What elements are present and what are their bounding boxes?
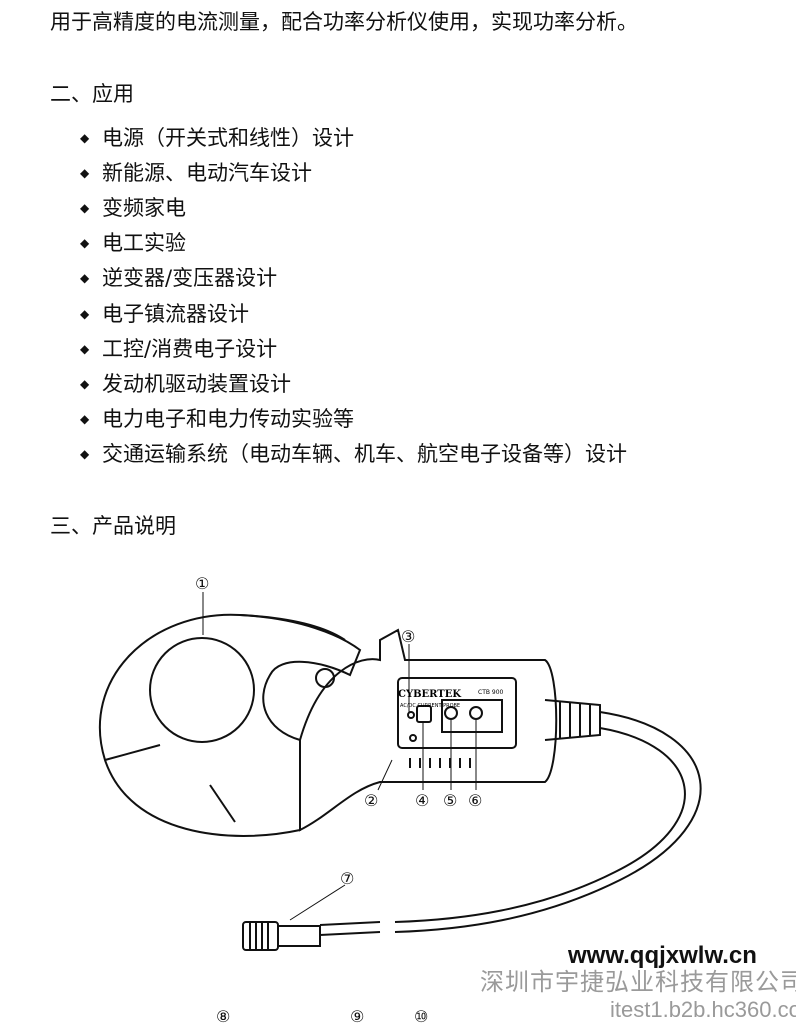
callout-7: ⑦ (340, 869, 354, 888)
list-item: ◆逆变器/变压器设计 (80, 261, 627, 296)
diamond-bullet-icon: ◆ (80, 341, 90, 356)
callout-4: ④ (415, 791, 429, 810)
callout-2: ② (364, 791, 378, 810)
device-model: CTB 900 (478, 689, 504, 696)
current-probe-diagram: CYBERTEK AC/DC CURRENT PROBE CTB 900 ① ②… (98, 574, 702, 1024)
device-subtitle: AC/DC CURRENT PROBE (400, 703, 460, 709)
application-list: ◆电源（开关式和线性）设计 ◆新能源、电动汽车设计 ◆变频家电 ◆电工实验 ◆逆… (80, 120, 627, 472)
intro-text: 用于高精度的电流测量，配合功率分析仪使用，实现功率分析。 (50, 10, 638, 34)
probe-body (299, 628, 558, 832)
watermark-url: www.qqjxwlw.cn (568, 942, 757, 969)
diamond-bullet-icon: ◆ (80, 271, 90, 286)
diamond-bullet-icon: ◆ (80, 130, 90, 145)
diamond-bullet-icon: ◆ (80, 412, 90, 427)
diamond-bullet-icon: ◆ (80, 447, 90, 462)
cable (394, 711, 702, 933)
callout-10: ⑩ (414, 1007, 428, 1024)
diamond-bullet-icon: ◆ (80, 306, 90, 321)
list-item: ◆电子镇流器设计 (80, 296, 627, 331)
watermark-company: 深圳市宇捷弘业科技有限公司 (480, 968, 796, 996)
device-brand: CYBERTEK (398, 689, 461, 700)
section-heading-product: 三、产品说明 (50, 514, 176, 538)
list-item: ◆新能源、电动汽车设计 (80, 155, 627, 190)
connector (242, 921, 279, 951)
list-item: ◆电力电子和电力传动实验等 (80, 402, 627, 437)
diamond-bullet-icon: ◆ (80, 236, 90, 251)
button-5 (444, 706, 458, 720)
diamond-bullet-icon: ◆ (80, 200, 90, 215)
label-panel (397, 677, 517, 749)
callout-6: ⑥ (468, 791, 482, 810)
callout-3: ③ (401, 627, 415, 646)
button-6 (469, 706, 483, 720)
clamp-opening (149, 637, 255, 743)
list-item: ◆电源（开关式和线性）设计 (80, 120, 627, 155)
callout-9: ⑨ (350, 1007, 364, 1024)
list-item: ◆电工实验 (80, 226, 627, 261)
diamond-bullet-icon: ◆ (80, 376, 90, 391)
callout-5: ⑤ (443, 791, 457, 810)
watermark-site: itest1.b2b.hc360.com (610, 997, 796, 1022)
callout-1: ① (195, 574, 209, 593)
list-item: ◆发动机驱动装置设计 (80, 366, 627, 401)
list-item: ◆工控/消费电子设计 (80, 331, 627, 366)
clamp-jaw (98, 613, 362, 837)
list-item: ◆变频家电 (80, 190, 627, 225)
list-item: ◆交通运输系统（电动车辆、机车、航空电子设备等）设计 (80, 437, 627, 472)
callout-8: ⑧ (216, 1007, 230, 1024)
section-heading-application: 二、应用 (50, 82, 134, 106)
diamond-bullet-icon: ◆ (80, 165, 90, 180)
